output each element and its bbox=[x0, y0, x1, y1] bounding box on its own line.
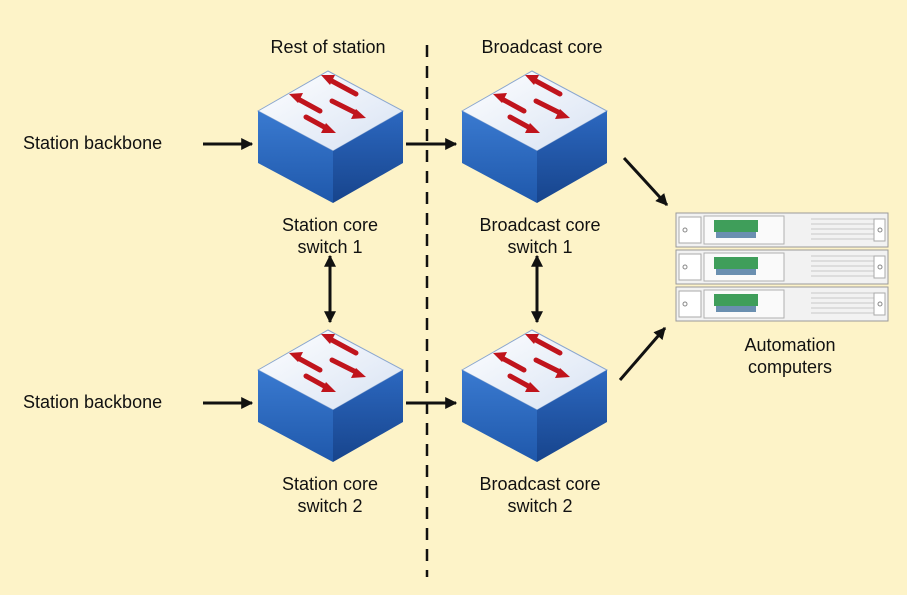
broadcast-core-switch-1-line2: switch 1 bbox=[507, 237, 573, 257]
station-backbone-label-1: Station backbone bbox=[23, 133, 163, 153]
automation-computers-line1: Automation bbox=[744, 335, 836, 355]
station-core-switch-2-line2: switch 2 bbox=[297, 496, 363, 516]
station-core-switch-2-line1: Station core bbox=[281, 474, 379, 494]
broadcast-core-switch-1-label: Broadcast core switch 1 bbox=[479, 214, 600, 258]
station-core-switch-2-label: Station core switch 2 bbox=[282, 473, 378, 517]
station-core-switch-1-icon bbox=[258, 71, 403, 203]
broadcast-core-switch-1-line1: Broadcast core bbox=[479, 215, 601, 235]
broadcast-to-automation-arrow-1 bbox=[622, 156, 669, 207]
broadcast-core-switch-2-label: Broadcast core switch 2 bbox=[479, 473, 600, 517]
station-core-switch-1-line1: Station core bbox=[281, 215, 379, 235]
automation-computers-line2: computers bbox=[747, 357, 833, 377]
broadcast-core-switch-2-icon bbox=[462, 330, 607, 462]
broadcast-core-switch-2-line1: Broadcast core bbox=[479, 474, 601, 494]
broadcast-core-heading: Broadcast core bbox=[481, 37, 603, 57]
automation-computers-icon bbox=[675, 212, 889, 322]
station-core-switch-1-label: Station core switch 1 bbox=[282, 214, 378, 258]
station-backbone-label-2: Station backbone bbox=[23, 392, 163, 412]
broadcast-core-switch-1-icon bbox=[462, 71, 607, 203]
broadcast-core-switch-2-line2: switch 2 bbox=[507, 496, 573, 516]
station-core-switch-2-icon bbox=[258, 330, 403, 462]
broadcast-to-automation-arrow-2 bbox=[618, 327, 667, 381]
automation-computers-label: Automation computers bbox=[744, 334, 835, 378]
station-core-switch-1-line2: switch 1 bbox=[297, 237, 363, 257]
rest-of-station-heading: Rest of station bbox=[270, 37, 386, 57]
